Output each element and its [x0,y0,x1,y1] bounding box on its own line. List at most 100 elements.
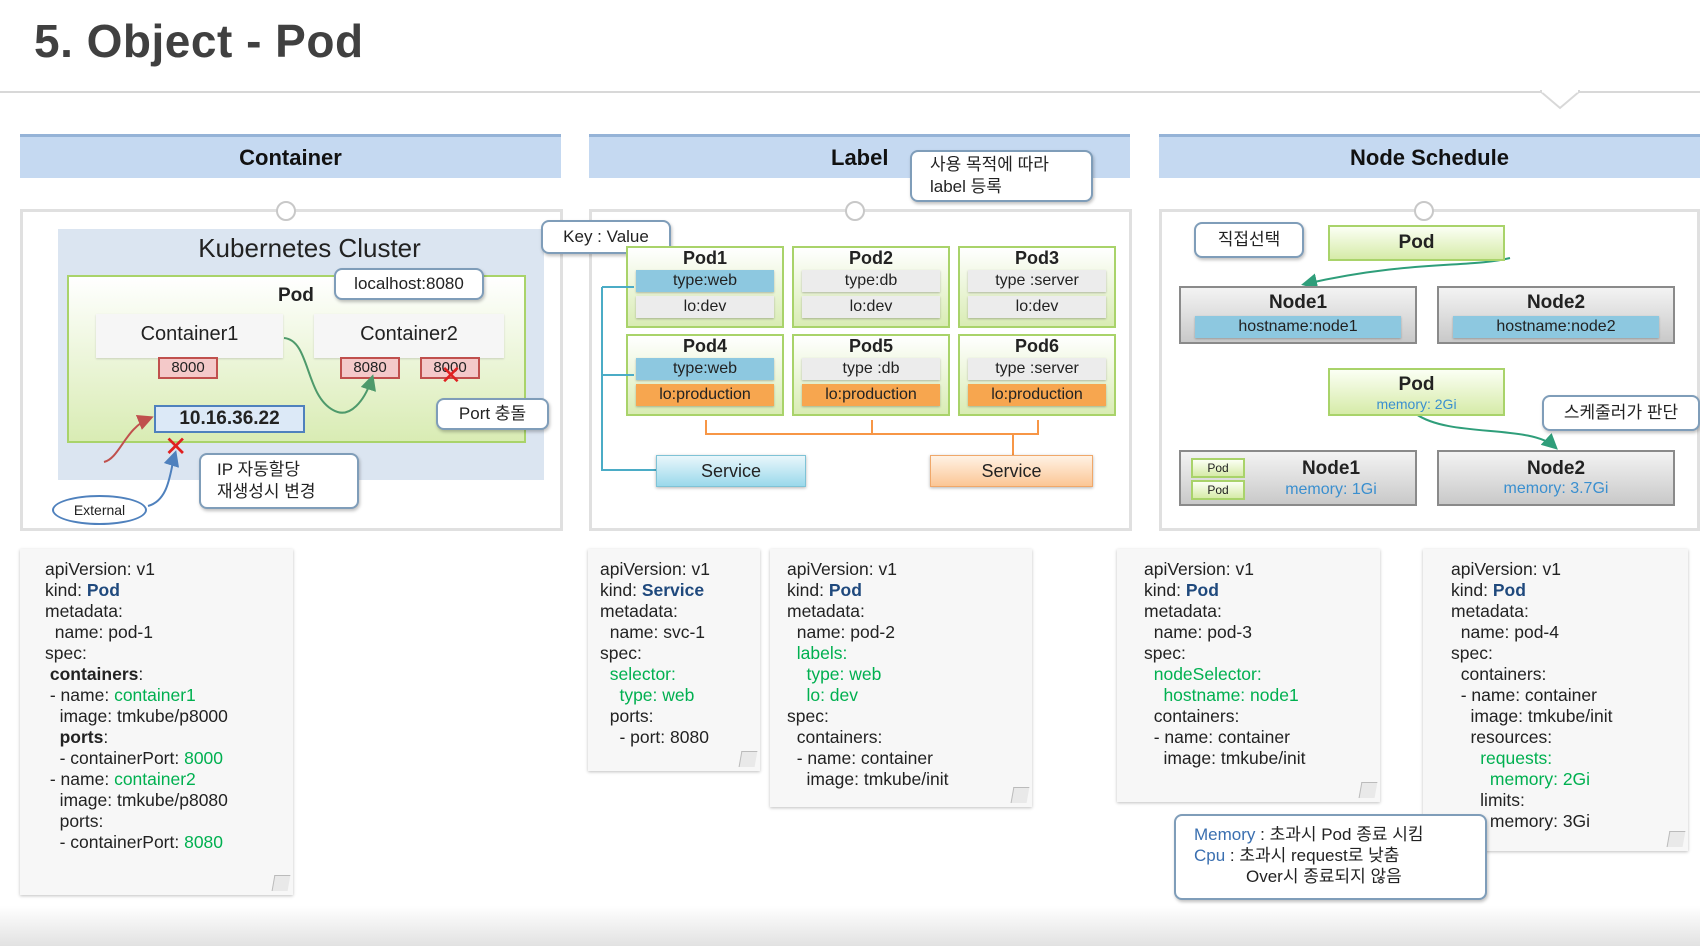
yaml-token [787,643,797,663]
scheduler-arrow [1415,413,1558,450]
yaml-token: - name: container [1144,727,1290,747]
yaml-line: metadata: [45,601,293,622]
yaml-token: labels: [796,643,848,663]
yaml-line: name: pod-1 [45,622,293,643]
yaml-line: containers: [1451,664,1688,685]
yaml-token: name: pod-3 [1144,622,1252,642]
yaml-line: kind: Pod [1144,580,1380,601]
yaml-line: spec: [1451,643,1688,664]
yaml-token: metadata: [1451,601,1529,621]
node2-bottom-name: Node2 [1526,458,1586,479]
yaml-token: kind: [45,580,87,600]
yaml-token: Pod [86,580,120,600]
pod-label: Pod [278,285,314,306]
yaml-token: image: tmkube/p8080 [45,790,228,810]
yaml-token: requests: [1480,748,1553,768]
yaml-token: metadata: [600,601,678,621]
label-pod-type-chip: type :db [802,358,940,380]
localhost-callout: localhost:8080 [334,268,484,300]
node-pod-mid-name: Pod [1398,374,1435,395]
slide-title: 5. Object - Pod [34,15,364,67]
node1-bottom-name: Node1 [1301,458,1361,479]
yaml-token: - name: container [787,748,933,768]
yaml-token: kind: [787,580,829,600]
yaml-line: labels: [787,643,1032,664]
yaml-line: resources: [1451,727,1688,748]
label-pod-name: Pod4 [682,336,727,356]
container2-port-8080: 8080 [340,357,400,379]
yaml-token: type: web [806,664,882,684]
note-fold-icon [271,875,291,891]
yaml-line: spec: [787,706,1032,727]
yaml-token: - name: [45,685,115,705]
yaml-token [600,664,610,684]
yaml-line: limits: [1451,790,1688,811]
port-conflict-callout: Port 충돌 [436,398,549,430]
yaml-line: spec: [600,643,760,664]
ip-callout-line2: 재생성시 변경 [217,482,316,501]
note-fold-icon [1010,787,1030,803]
node2-top: Node2 hostname:node2 [1437,286,1675,344]
yaml-line: - name: container2 [45,769,293,790]
yaml-token: 8080 [184,832,224,852]
label-pod-name: Pod3 [1014,248,1059,268]
node1-bottom: Pod Pod Node1 memory: 1Gi [1179,450,1417,506]
section-header-container: Container [20,134,561,178]
yaml-line: selector: [600,664,760,685]
yaml-token: apiVersion: v1 [45,559,155,579]
yaml-token: Pod [828,580,862,600]
ip-callout: IP 자동할당 재생성시 변경 [199,453,359,509]
node2-bottom-memory: memory: 3.7Gi [1503,480,1609,497]
label-pod-lo-chip: lo:dev [802,296,940,318]
yaml-line: apiVersion: v1 [787,559,1032,580]
yaml-token: name: svc-1 [600,622,706,642]
yaml-token: Service [641,580,705,600]
ip-conflict-mark: ✕ [164,431,188,462]
yaml-token: hostname: node1 [1163,685,1299,705]
yaml-token: apiVersion: v1 [787,559,897,579]
label-pod-type-chip: type :server [968,270,1106,292]
node-pod-mid: Pod memory: 2Gi [1328,368,1505,416]
yaml-line: image: tmkube/init [1144,748,1380,769]
cpu-rest: : 초과시 request로 낮춤 [1225,846,1400,865]
yaml-token: ports: [600,706,654,726]
yaml-token: kind: [1451,580,1493,600]
yaml-line: ports: [600,706,760,727]
label-pod-name: Pod5 [848,336,893,356]
yaml-line: image: tmkube/init [1451,706,1688,727]
slide-footer [0,906,1700,946]
node2-bottom: Node2 memory: 3.7Gi [1437,450,1675,506]
yaml-line: kind: Pod [45,580,293,601]
note-fold-icon [738,751,758,767]
yaml-line: metadata: [600,601,760,622]
node1-bottom-memory: memory: 1Gi [1285,481,1377,498]
yaml-line: containers: [787,727,1032,748]
yaml-token: apiVersion: v1 [1451,559,1561,579]
title-divider [0,91,1700,93]
yaml-line: spec: [45,643,293,664]
yaml-line: memory: 3Gi [1451,811,1688,832]
yaml-token: containers: [787,727,883,747]
yaml-line: apiVersion: v1 [1144,559,1380,580]
over-line: Over시 종료되지 않음 [1246,867,1402,886]
container-panel-arrows [103,337,376,507]
yaml-line: kind: Pod [1451,580,1688,601]
yaml-token: spec: [45,643,87,663]
node1-bottom-pod-2: Pod [1191,480,1245,500]
container2-box: Container2 [314,314,504,358]
label-pod-lo-chip: lo:production [636,384,774,406]
container2-port-8000: 8000 [420,357,480,379]
label-callout-line1: 사용 목적에 따라 [930,155,1049,174]
yaml-token: image: tmkube/p8000 [45,706,228,726]
yaml-token: nodeSelector: [1153,664,1262,684]
yaml-line: image: tmkube/init [787,769,1032,790]
yaml-line: containers: [45,664,293,685]
container1-port: 8000 [158,357,218,379]
label-pod-lo-chip: lo:dev [968,296,1106,318]
